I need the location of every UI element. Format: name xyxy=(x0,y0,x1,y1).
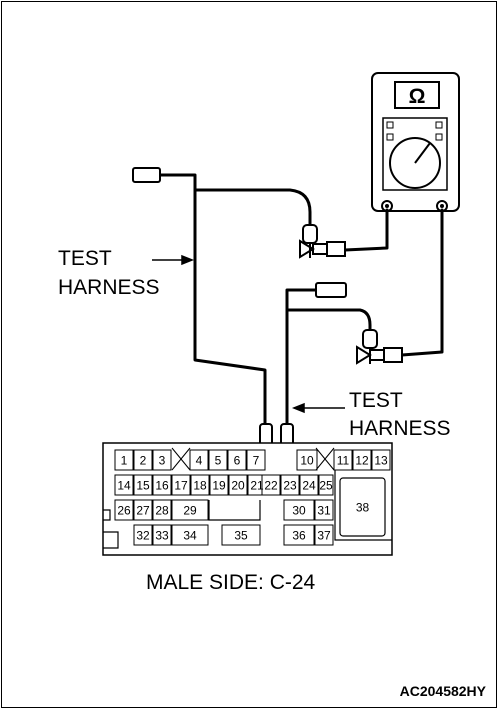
probe-clip-b xyxy=(356,329,403,365)
pin-label-3: 3 xyxy=(159,454,166,468)
pin-label-12: 12 xyxy=(355,454,369,468)
pin-label-13: 13 xyxy=(374,454,388,468)
blank-cavity xyxy=(171,447,335,471)
pin-cavity-28 xyxy=(152,499,172,521)
pin-cavity-3 xyxy=(152,449,172,471)
pin-cavity-27 xyxy=(133,499,153,521)
pin-label-5: 5 xyxy=(215,454,222,468)
pin-cavity-37 xyxy=(314,524,334,546)
pin-label-30: 30 xyxy=(292,504,306,518)
pin-label-1: 1 xyxy=(121,454,128,468)
pin-cavity-10 xyxy=(296,449,318,471)
pin-label-34: 34 xyxy=(183,529,197,543)
pin-cavity-29 xyxy=(171,499,209,521)
pin-label-31: 31 xyxy=(317,504,331,518)
ohm-symbol: Ω xyxy=(409,85,426,108)
label-arrows xyxy=(152,254,345,414)
pin-label-21: 21 xyxy=(250,479,264,493)
pin-cavity-22 xyxy=(261,474,281,496)
label-line: TEST xyxy=(349,389,403,412)
pin-cavity-19 xyxy=(209,474,229,496)
pin-label-19: 19 xyxy=(212,479,226,493)
pin-cavity-1 xyxy=(114,449,134,471)
pin-label-35: 35 xyxy=(234,529,248,543)
pin-cavity-4 xyxy=(189,449,209,471)
pin-cavity-5 xyxy=(208,449,228,471)
pin-label-10: 10 xyxy=(300,454,314,468)
pin-cavity-32 xyxy=(133,524,153,546)
pin-label-18: 18 xyxy=(193,479,207,493)
pin-cavity-2 xyxy=(133,449,153,471)
pin-label-14: 14 xyxy=(117,479,131,493)
pin-cavity-25 xyxy=(318,474,334,496)
pin-cavity-30 xyxy=(283,499,315,521)
pin-cavity-31 xyxy=(314,499,334,521)
pin-cavity-26 xyxy=(114,499,134,521)
label-test-harness-right: TEST HARNESS xyxy=(349,389,451,440)
pin-cavity-17 xyxy=(171,474,191,496)
pin-cavity-35 xyxy=(221,524,261,546)
pin-label-27: 27 xyxy=(136,504,150,518)
pin-label-22: 22 xyxy=(264,479,278,493)
pin-label-7: 7 xyxy=(253,454,260,468)
pin-label-26: 26 xyxy=(117,504,131,518)
pin-label-24: 24 xyxy=(302,479,316,493)
pin-cavity-20 xyxy=(228,474,248,496)
pin-label-33: 33 xyxy=(155,529,169,543)
pin-cavity-14 xyxy=(114,474,134,496)
pin-cavity-36 xyxy=(283,524,315,546)
pin-cavity-33 xyxy=(152,524,172,546)
pin-label-25: 25 xyxy=(319,479,333,493)
pin-cavity-12 xyxy=(352,449,372,471)
pin-label-29: 29 xyxy=(183,504,197,518)
figure-code: AC204582HY xyxy=(400,683,487,699)
pin-label-37: 37 xyxy=(317,529,331,543)
pin-label-16: 16 xyxy=(155,479,169,493)
label-line: HARNESS xyxy=(58,276,160,299)
pin-cavity-18 xyxy=(190,474,210,496)
label-line: TEST xyxy=(58,247,112,270)
connector-side-label: MALE SIDE: C-24 xyxy=(146,571,316,594)
pin-cavity-6 xyxy=(227,449,247,471)
pin-cavity-24 xyxy=(299,474,319,496)
pin-label-36: 36 xyxy=(292,529,306,543)
probe-clip-a xyxy=(299,224,346,259)
pin-cavity-15 xyxy=(133,474,153,496)
pin-label-32: 32 xyxy=(136,529,150,543)
pin-label-2: 2 xyxy=(140,454,147,468)
pin-38-housing xyxy=(339,477,386,537)
wires xyxy=(158,173,444,427)
label-test-harness-left: TEST HARNESS xyxy=(58,247,160,299)
harness-plug-lower xyxy=(315,282,347,298)
pin-cavity-13 xyxy=(371,449,391,471)
pin-label-23: 23 xyxy=(283,479,297,493)
label-line: HARNESS xyxy=(349,417,451,440)
multimeter: Ω xyxy=(371,72,460,212)
pin-label-4: 4 xyxy=(196,454,203,468)
pin-cavity-23 xyxy=(280,474,300,496)
pin-label-17: 17 xyxy=(174,479,188,493)
harness-plug-upper xyxy=(132,167,161,183)
pin-label-20: 20 xyxy=(231,479,245,493)
pin-cavity-11 xyxy=(333,449,353,471)
pin-cavity-34 xyxy=(171,524,209,546)
pin-cavity-7 xyxy=(246,449,266,471)
pin-label-28: 28 xyxy=(155,504,169,518)
pin-cavity-16 xyxy=(152,474,172,496)
pin-label-15: 15 xyxy=(136,479,150,493)
pin-label-6: 6 xyxy=(234,454,241,468)
pin-label-11: 11 xyxy=(337,454,350,468)
pin-label-38: 38 xyxy=(356,501,370,515)
